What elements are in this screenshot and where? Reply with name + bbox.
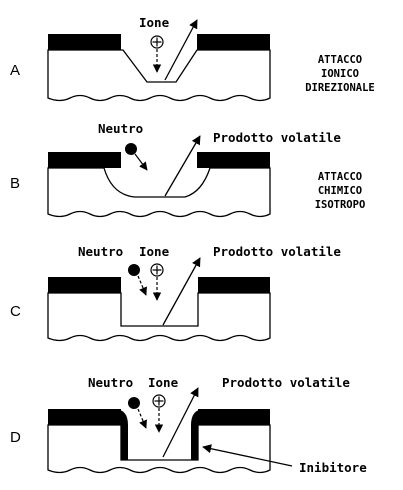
inhibitor-layer-left — [121, 425, 128, 460]
panel-b: B Neutro Prodotto volatile ATTACCO CHIMI… — [10, 121, 366, 218]
inhibitor-label: Inibitore — [299, 460, 367, 475]
product-label-b: Prodotto volatile — [213, 130, 341, 145]
description-a-line1: ATTACCO — [318, 54, 362, 66]
neutral-trajectory-arrow — [137, 275, 147, 296]
neutral-particle-icon — [125, 143, 137, 155]
description-b-line3: ISOTROPO — [315, 199, 366, 211]
neutral-label-d: Neutro — [88, 375, 133, 390]
neutral-label-b: Neutro — [98, 121, 143, 136]
substrate-a — [47, 49, 271, 102]
product-label-c: Prodotto volatile — [213, 244, 341, 259]
panel-letter-c: C — [10, 303, 21, 320]
substrate-b — [47, 167, 271, 218]
ion-label-c: Ione — [139, 244, 170, 259]
inhibitor-layer-right — [191, 425, 198, 460]
product-arrow-c — [162, 257, 201, 326]
panel-letter-b: B — [10, 175, 20, 192]
ion-icon — [152, 394, 166, 408]
product-arrow-b — [164, 135, 201, 197]
neutral-particle-icon — [128, 397, 140, 409]
mask-right-a — [197, 34, 270, 50]
mask-right-d — [198, 409, 270, 425]
ion-label-a: Ione — [139, 15, 170, 30]
panel-c: C Neutro Ione Prodotto volatile — [10, 244, 341, 342]
product-arrow-d — [162, 387, 199, 458]
neutral-particle-icon — [128, 264, 140, 276]
ion-icon — [150, 35, 164, 49]
substrate-c — [47, 292, 271, 342]
neutral-trajectory-arrow — [137, 408, 147, 429]
panel-a: A Ione ATTACCO IONICO DIREZIONALE — [10, 15, 375, 102]
neutral-label-c: Neutro — [78, 244, 123, 259]
description-a-line2: IONICO — [321, 68, 359, 80]
ion-icon — [150, 263, 164, 277]
mask-right-c — [198, 277, 270, 293]
neutral-trajectory-arrow — [134, 153, 148, 171]
panel-d: D Neutro Ione Prodotto volatile Inibitor… — [10, 375, 367, 475]
product-label-d: Prodotto volatile — [222, 375, 350, 390]
ion-label-d: Ione — [148, 375, 179, 390]
mask-left-c — [48, 277, 121, 293]
inhibitor-pointer-arrow — [202, 444, 293, 467]
description-a-line3: DIREZIONALE — [305, 82, 375, 94]
mask-right-b — [197, 152, 270, 168]
description-b-line2: CHIMICO — [318, 185, 362, 197]
product-arrow-a — [164, 19, 198, 81]
mask-left-d — [48, 409, 121, 425]
panel-letter-a: A — [10, 62, 20, 79]
inhibitor-corner-left — [114, 409, 128, 425]
description-b-line1: ATTACCO — [318, 171, 362, 183]
mask-left-a — [48, 34, 121, 50]
mask-left-b — [48, 152, 121, 168]
substrate-d — [47, 424, 271, 474]
inhibitor-corner-right — [191, 409, 205, 425]
panel-letter-d: D — [10, 429, 21, 446]
